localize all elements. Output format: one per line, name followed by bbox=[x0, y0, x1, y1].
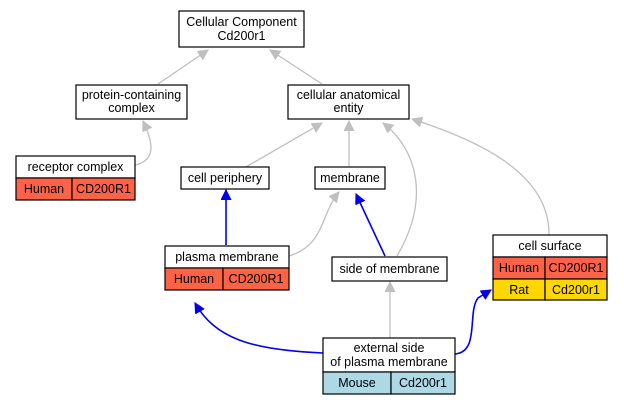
cell-surface-human-species: Human bbox=[499, 261, 539, 275]
edge-cae-to-root bbox=[270, 50, 323, 85]
node-pcc-line1: protein-containing bbox=[82, 88, 181, 102]
node-protein-containing-complex[interactable]: protein-containing complex bbox=[75, 84, 188, 120]
external-side-species: Mouse bbox=[338, 376, 376, 390]
cell-surface-human-gene: CD200R1 bbox=[549, 261, 604, 275]
node-plasma-membrane-title: plasma membrane bbox=[175, 250, 279, 264]
node-cell-periphery[interactable]: cell periphery bbox=[180, 166, 270, 190]
cell-surface-rat-species: Rat bbox=[509, 283, 529, 297]
node-membrane-title: membrane bbox=[320, 171, 380, 185]
edge-external-partof-plasma bbox=[194, 303, 324, 354]
node-external-side-of-plasma-membrane[interactable]: external side of plasma membrane Mouse C… bbox=[322, 337, 456, 395]
cell-surface-rat-gene-cell bbox=[544, 278, 608, 301]
node-external-side-line1: external side bbox=[354, 341, 425, 355]
edge-external-partof-surface bbox=[454, 289, 491, 355]
node-plasma-membrane[interactable]: plasma membrane Human CD200R1 bbox=[164, 245, 290, 291]
cell-surface-rat-gene: Cd200r1 bbox=[552, 283, 600, 297]
node-cae-line1: cellular anatomical bbox=[297, 88, 401, 102]
node-external-side-line2: of plasma membrane bbox=[330, 355, 447, 369]
node-receptor-complex-title: receptor complex bbox=[28, 160, 125, 174]
plasma-membrane-gene-cell bbox=[222, 267, 290, 291]
node-membrane[interactable]: membrane bbox=[314, 166, 386, 190]
edge-plasma-to-membrane bbox=[288, 192, 339, 257]
node-side-of-membrane-title: side of membrane bbox=[339, 262, 439, 276]
node-cellular-anatomical-entity[interactable]: cellular anatomical entity bbox=[287, 84, 410, 120]
edge-periphery-to-cae bbox=[245, 122, 322, 168]
node-cell-surface-title: cell surface bbox=[518, 239, 581, 253]
node-cell-surface[interactable]: cell surface Human CD200R1 Rat Cd200r1 bbox=[492, 234, 608, 301]
node-cellular-component-line1: Cellular Component bbox=[186, 15, 297, 29]
plasma-membrane-species: Human bbox=[174, 272, 214, 286]
node-cell-periphery-title: cell periphery bbox=[188, 171, 263, 185]
node-cellular-component-line2: Cd200r1 bbox=[218, 29, 266, 43]
plasma-membrane-gene: CD200R1 bbox=[229, 272, 284, 286]
edges bbox=[134, 50, 550, 355]
external-side-gene-cell bbox=[390, 371, 456, 395]
node-cellular-component[interactable]: Cellular Component Cd200r1 bbox=[178, 10, 305, 48]
edge-pcc-to-root bbox=[157, 50, 208, 85]
node-receptor-complex[interactable]: receptor complex Human CD200R1 bbox=[15, 155, 136, 201]
edge-surface-to-cae bbox=[412, 119, 550, 236]
external-side-gene: Cd200r1 bbox=[399, 376, 447, 390]
node-pcc-line2: complex bbox=[108, 101, 155, 115]
edge-side-to-cae bbox=[383, 123, 418, 257]
receptor-complex-gene: CD200R1 bbox=[76, 182, 131, 196]
node-side-of-membrane[interactable]: side of membrane bbox=[331, 256, 448, 282]
receptor-complex-gene-cell bbox=[71, 177, 136, 201]
node-cae-line2: entity bbox=[334, 101, 365, 115]
receptor-complex-species: Human bbox=[24, 182, 64, 196]
edge-side-partof-membrane bbox=[356, 194, 386, 257]
edge-receptor-to-pcc bbox=[134, 121, 151, 166]
